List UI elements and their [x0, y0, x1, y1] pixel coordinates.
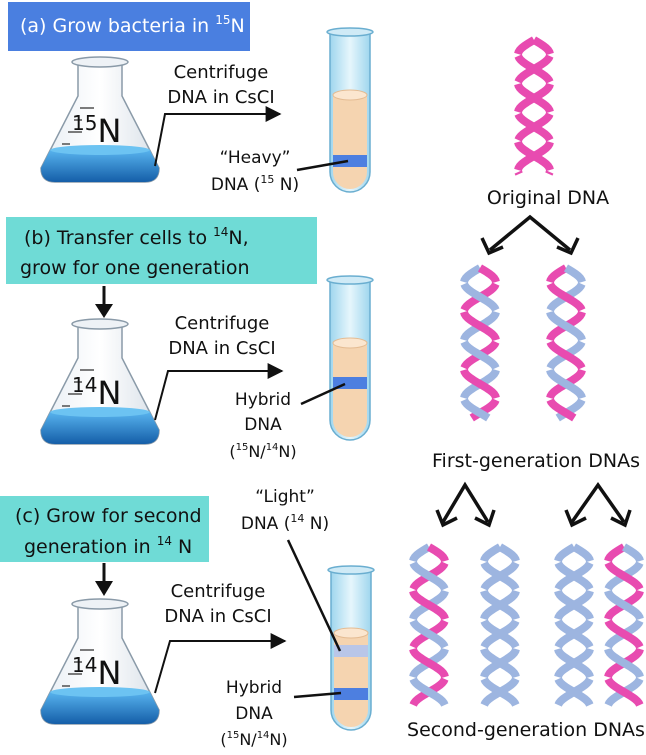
centrifuge-label-c2: DNA in CsCI: [164, 606, 271, 627]
branch-arrows: [435, 214, 632, 528]
light-label-line2: DNA (: [241, 514, 290, 534]
step-c-line1: (c) Grow for second: [15, 505, 202, 527]
step-c-line2: generation in: [24, 536, 157, 558]
original-dna-label: Original DNA: [487, 187, 609, 209]
svg-text:(15N/14N): (15N/14N): [229, 442, 296, 461]
test-tube-c: [327, 565, 375, 731]
svg-text:DNA (14 N): DNA (14 N): [241, 512, 329, 534]
hybrid-c-line1: Hybrid: [226, 678, 282, 698]
flask-c: 14N: [40, 598, 160, 725]
flask-c-isotope: 14N: [72, 653, 121, 692]
down-arrow-icon: [95, 581, 113, 596]
svg-text:(15N/14N): (15N/14N): [220, 730, 287, 749]
step-a-banner: (a) Grow bacteria in 15N: [8, 2, 250, 51]
svg-text:(b) Transfer cells to 14N,: (b) Transfer cells to 14N,: [24, 225, 249, 249]
tube-labels: “Heavy” DNA (15 N) Hybrid DNA (15N/14N) …: [211, 148, 349, 749]
hybrid-b-line1: Hybrid: [235, 390, 291, 410]
svg-text:DNA (15 N): DNA (15 N): [211, 173, 299, 195]
arrow-head-icon: [564, 509, 587, 528]
centrifuge-label-a1: Centrifuge: [174, 62, 269, 83]
dna-band: [333, 155, 367, 167]
first-generation-label: First-generation DNAs: [432, 450, 640, 472]
flow-arrows: [95, 286, 113, 596]
dna-helix-original: [514, 36, 554, 176]
arrow-head-icon: [556, 237, 580, 256]
step-c-banner: (c) Grow for second generation in 14 N: [0, 496, 209, 562]
dna-helix-second-2: [480, 543, 520, 707]
svg-text:(a) Grow bacteria in 15N: (a) Grow bacteria in 15N: [20, 13, 245, 37]
hybrid-c-line2: DNA: [235, 704, 273, 724]
test-tube-a: [326, 27, 374, 193]
svg-text:generation in 14 N: generation in 14 N: [24, 534, 192, 558]
heavy-label-line1: “Heavy”: [220, 148, 291, 168]
dna-band: [334, 688, 368, 700]
arrow-head-icon: [435, 509, 458, 528]
arrow-head-icon: [480, 237, 504, 256]
down-arrow-icon: [95, 304, 113, 318]
arrow-head-icon: [474, 509, 496, 528]
arrow-head-icon: [610, 509, 632, 528]
step-a-text: (a) Grow bacteria in: [20, 15, 215, 37]
centrifuge-label-b2: DNA in CsCI: [168, 338, 275, 359]
flask-b: 14N: [40, 318, 160, 445]
flask-a-isotope: 15N: [72, 111, 121, 150]
dna-helix-second-3: [554, 543, 594, 707]
step-a-tail: N: [231, 15, 245, 37]
step-b-line1: (b) Transfer cells to: [24, 227, 213, 249]
dna-helix-first-2: [546, 264, 586, 422]
dna-helix-second-1: [409, 543, 449, 707]
second-generation-label: Second-generation DNAs: [407, 719, 645, 741]
dna-band: [334, 645, 368, 657]
step-a-sup: 15: [215, 13, 230, 27]
dna-helix-second-4: [604, 543, 644, 707]
step-b-banner: (b) Transfer cells to 14N, grow for one …: [6, 217, 317, 284]
centrifuge-labels: Centrifuge DNA in CsCI Centrifuge DNA in…: [164, 62, 275, 627]
centrifuge-arrows: [154, 106, 287, 694]
flask-a: 15N: [40, 56, 160, 183]
step-b-line2: grow for one generation: [20, 257, 250, 279]
dna-labels: Original DNA First-generation DNAs Secon…: [407, 187, 645, 741]
flask-b-isotope: 14N: [72, 373, 121, 412]
light-label-line1: “Light”: [255, 487, 315, 507]
centrifuge-label-b1: Centrifuge: [175, 313, 270, 334]
heavy-label-line2: DNA (: [211, 175, 260, 195]
dna-helix-first-1: [460, 264, 500, 422]
test-tube-b: [326, 275, 374, 441]
centrifuge-label-a2: DNA in CsCI: [167, 87, 274, 108]
hybrid-b-line2: DNA: [244, 415, 282, 435]
centrifuge-label-c1: Centrifuge: [171, 581, 266, 602]
